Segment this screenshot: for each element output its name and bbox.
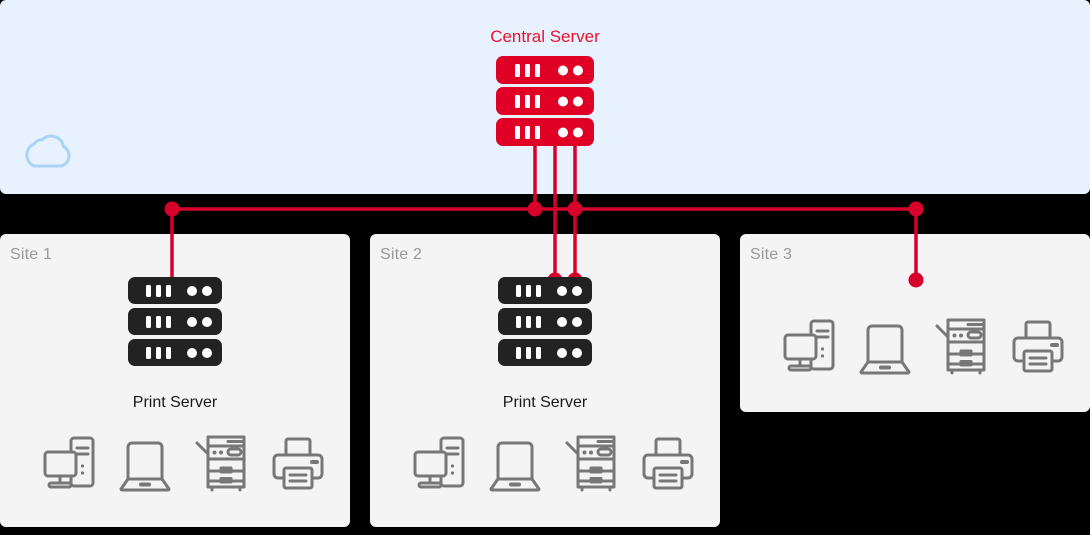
printer-icon[interactable] — [1011, 318, 1065, 381]
rack-unit-1 — [128, 277, 222, 304]
site-1-print-server-label: Print Server — [132, 394, 218, 411]
rack-unit-2 — [498, 308, 592, 335]
site-2-print-server-label: Print Server — [502, 394, 588, 411]
rack-unit-1 — [498, 277, 592, 304]
desktop-pc-icon[interactable] — [412, 435, 466, 498]
printer-icon[interactable] — [271, 435, 325, 498]
endpoint-site-3 — [908, 272, 924, 288]
rack-unit-2 — [128, 308, 222, 335]
bus-node-center-a — [527, 201, 543, 217]
bus-node-site-3 — [908, 201, 924, 217]
site-1-label: Site 1 — [10, 246, 53, 263]
copier-icon[interactable] — [565, 435, 619, 498]
desktop-pc-icon[interactable] — [42, 435, 96, 498]
bus-node-site-1 — [164, 201, 180, 217]
site-2-print-server-rack-icon[interactable] — [498, 277, 592, 371]
site-2-label: Site 2 — [380, 246, 423, 263]
site-3-label: Site 3 — [750, 246, 793, 263]
site-2-device-row — [412, 435, 695, 498]
rack-unit-3 — [128, 339, 222, 366]
central-server-rack-icon[interactable] — [496, 56, 594, 151]
site-1-device-row — [42, 435, 325, 498]
copier-icon[interactable] — [935, 318, 989, 381]
cloud-icon — [20, 132, 74, 177]
site-1-print-server-rack-icon[interactable] — [128, 277, 222, 371]
laptop-icon[interactable] — [488, 435, 542, 498]
printer-icon[interactable] — [641, 435, 695, 498]
site-3-device-row — [782, 318, 1065, 381]
laptop-icon[interactable] — [858, 318, 912, 381]
central-server-title: Central Server — [490, 27, 600, 46]
rack-unit-3 — [498, 339, 592, 366]
copier-icon[interactable] — [195, 435, 249, 498]
rack-unit-2 — [496, 87, 594, 115]
rack-unit-3 — [496, 118, 594, 146]
desktop-pc-icon[interactable] — [782, 318, 836, 381]
bus-node-center-b — [567, 201, 583, 217]
rack-unit-1 — [496, 56, 594, 84]
laptop-icon[interactable] — [118, 435, 172, 498]
